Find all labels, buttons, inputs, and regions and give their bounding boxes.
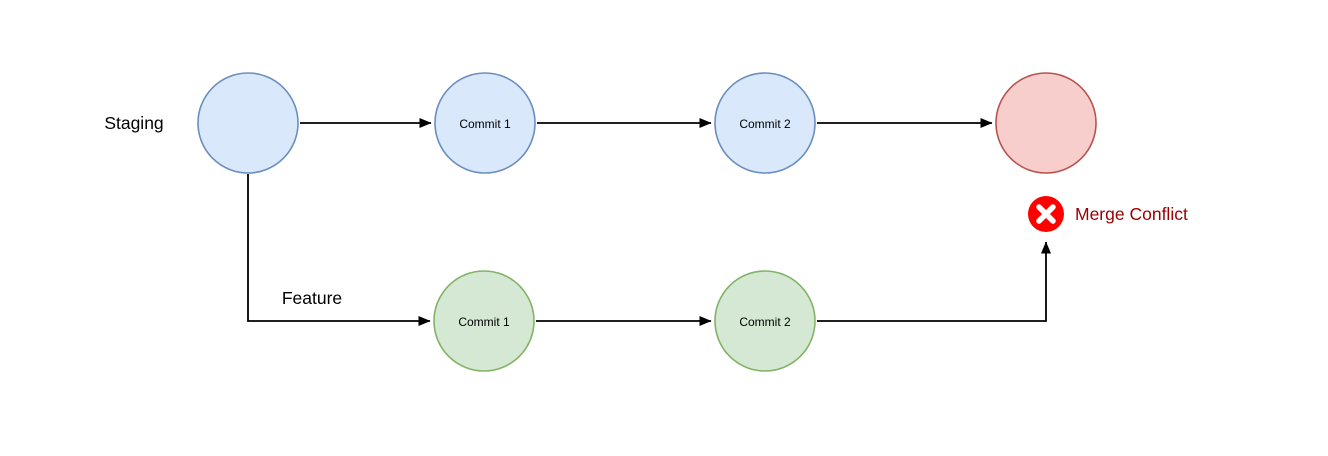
staging-commit-1-circle <box>434 72 536 174</box>
staging-commit-2-label: Commit 2 <box>739 117 791 131</box>
error-icon-cross <box>1036 204 1056 224</box>
staging-commit-2-circle <box>714 72 816 174</box>
feature-commit-1-circle <box>433 270 535 372</box>
node-staging-commit-2: Commit 2 <box>714 72 816 174</box>
feature-commit-2-label: Commit 2 <box>739 315 791 329</box>
node-staging-merge-target <box>995 72 1097 174</box>
node-feature-commit-2: Commit 2 <box>714 270 816 372</box>
edge-feature-commit-2-to-merge-conflict <box>817 241 1051 322</box>
edge-staging-start-to-feature-commit-1 <box>247 174 431 326</box>
node-staging-start <box>197 72 299 174</box>
staging-commit-1-label: Commit 1 <box>459 117 511 131</box>
merge-conflict-label: Merge Conflict <box>1075 204 1188 224</box>
merge-conflict-annotation: Merge Conflict <box>1028 196 1188 232</box>
staging-branch-label: Staging <box>104 113 163 133</box>
feature-commit-1-label: Commit 1 <box>458 315 510 329</box>
feature-branch-label: Feature <box>282 288 342 308</box>
node-feature-commit-1: Commit 1 <box>433 270 535 372</box>
staging-start-circle <box>197 72 299 174</box>
error-cross-icon <box>1028 196 1064 232</box>
merge-target-circle <box>995 72 1097 174</box>
node-staging-commit-1: Commit 1 <box>434 72 536 174</box>
feature-commit-2-circle <box>714 270 816 372</box>
